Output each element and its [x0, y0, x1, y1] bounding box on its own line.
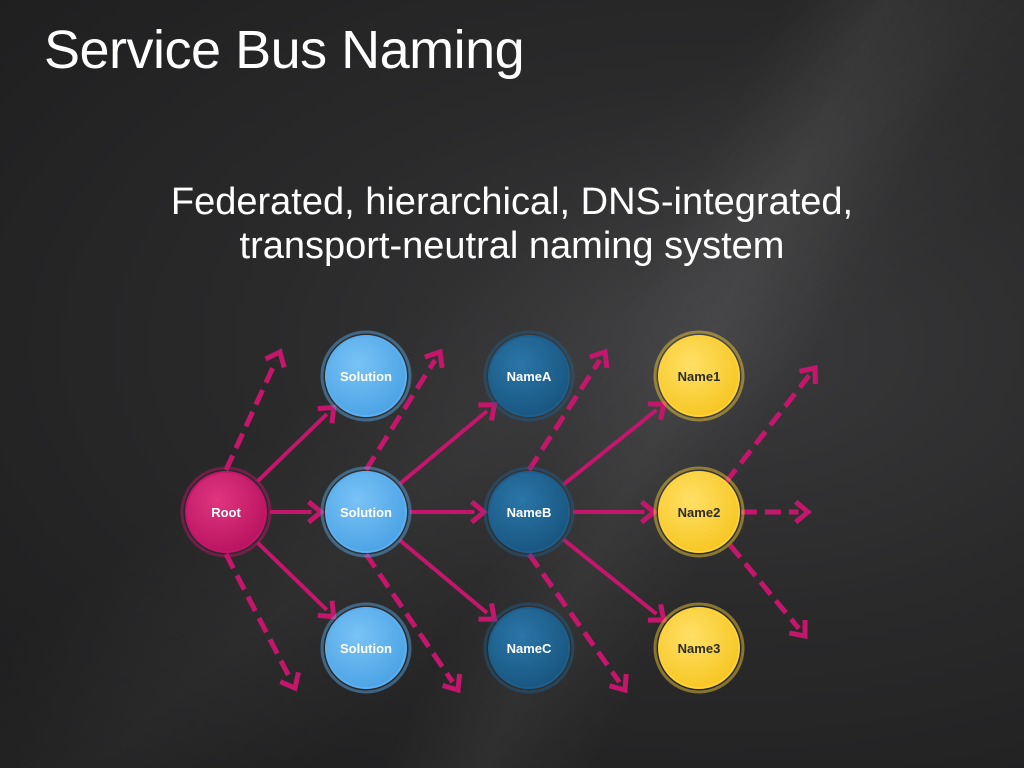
node-sol_mid: Solution: [320, 466, 412, 558]
node-ring: [653, 330, 745, 422]
node-ring: [180, 466, 272, 558]
node-label: NameC: [507, 641, 552, 656]
node-circle: [185, 471, 267, 553]
node-label: Name3: [678, 641, 721, 656]
node-label: Solution: [340, 641, 392, 656]
slide-title: Service Bus Naming: [44, 20, 525, 80]
arrow-root-to-sol_top: [256, 404, 337, 483]
node-label: Name2: [678, 505, 721, 520]
node-circle: [325, 607, 407, 689]
arrow-root-to-sol_mid: [270, 499, 325, 525]
node-label: Name1: [678, 369, 721, 384]
arrow-nameB-to-name1: [562, 401, 667, 487]
node-label: NameB: [507, 505, 552, 520]
node-ring: [320, 466, 412, 558]
arrow-nameB-to-name2: [573, 499, 658, 525]
edges-layer: [223, 348, 818, 694]
node-circle: [325, 471, 407, 553]
node-circle: [488, 335, 570, 417]
node-ring: [483, 602, 575, 694]
dashed-arrow-nameB-up: [526, 348, 610, 472]
node-nameB: NameB: [483, 466, 575, 558]
subtitle-line-1: Federated, hierarchical, DNS-integrated,: [170, 181, 854, 223]
node-ring: [483, 466, 575, 558]
arrow-sol_mid-to-nameC: [398, 538, 498, 622]
dashed-arrow-root-down: [223, 552, 301, 692]
node-ring: [653, 466, 745, 558]
node-circle: [658, 471, 740, 553]
nodes-layer: RootSolutionSolutionSolutionNameANameBNa…: [180, 330, 745, 694]
node-label: Root: [211, 505, 241, 520]
dashed-arrow-nameB-down: [526, 552, 629, 694]
node-label: Solution: [340, 505, 392, 520]
arrow-sol_mid-to-nameA: [398, 402, 498, 486]
node-sol_bot: Solution: [320, 602, 412, 694]
node-circle: [658, 607, 740, 689]
node-root: Root: [180, 466, 272, 558]
node-nameA: NameA: [483, 330, 575, 422]
node-ring: [320, 330, 412, 422]
dashed-arrow-name2-down: [728, 543, 808, 640]
dashed-arrow-name2-up: [724, 364, 818, 484]
dashed-arrow-name2-right: [741, 499, 812, 525]
node-circle: [488, 471, 570, 553]
node-label: NameA: [507, 369, 552, 384]
arrow-root-to-sol_bot: [256, 541, 337, 620]
node-nameC: NameC: [483, 602, 575, 694]
node-ring: [320, 602, 412, 694]
node-circle: [488, 607, 570, 689]
slide-subtitle: Federated, hierarchical, DNS-integrated,…: [0, 180, 1024, 268]
subtitle-line-2: transport-neutral naming system: [239, 225, 785, 267]
dashed-arrow-sol_mid-up: [363, 348, 445, 472]
node-label: Solution: [340, 369, 392, 384]
node-ring: [483, 330, 575, 422]
node-name3: Name3: [653, 602, 745, 694]
arrow-nameB-to-name3: [562, 537, 667, 623]
node-sol_top: Solution: [320, 330, 412, 422]
node-name2: Name2: [653, 466, 745, 558]
node-ring: [653, 602, 745, 694]
node-circle: [658, 335, 740, 417]
node-circle: [325, 335, 407, 417]
node-name1: Name1: [653, 330, 745, 422]
dashed-arrow-root-up: [223, 348, 287, 472]
arrow-sol_mid-to-nameB: [410, 499, 488, 525]
dashed-arrow-sol_mid-down: [363, 552, 463, 694]
